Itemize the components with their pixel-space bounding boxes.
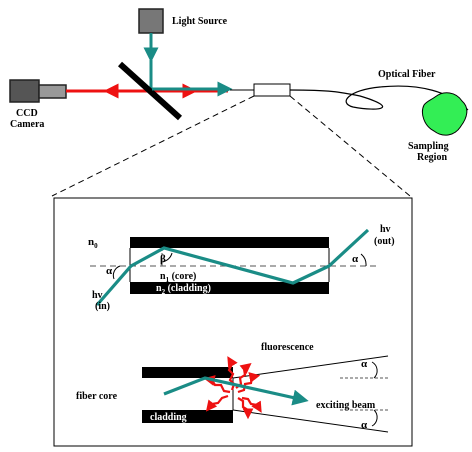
guided-ray — [95, 228, 370, 307]
optical-fiber — [289, 85, 469, 111]
alpha-right-label: α — [352, 253, 359, 265]
zoom-line-left — [51, 95, 255, 197]
exciting-beam — [163, 376, 309, 406]
lower-cladding-bottom — [142, 410, 233, 423]
alpha-right-arc — [360, 253, 367, 267]
n1-label: n1 (core) — [160, 271, 196, 284]
exciting-beam-label: exciting beam — [316, 400, 376, 411]
sampling-region — [421, 92, 468, 136]
alpha-left-arc — [112, 265, 121, 280]
ccd-label-line2: Camera — [10, 119, 44, 130]
fluorescence-label: fluorescence — [261, 342, 314, 353]
light-source-box — [138, 8, 164, 34]
beta-label: β — [160, 253, 166, 265]
cladding-label: cladding — [150, 412, 187, 423]
fluo-arrow-5 — [205, 394, 229, 412]
alpha-bottom-label: α — [361, 419, 368, 431]
fiber-core-label: fiber core — [76, 391, 118, 402]
cladding-top-bar — [130, 237, 329, 248]
fluo-arrow-6 — [237, 397, 254, 420]
light-source-label: Light Source — [172, 16, 228, 27]
hv-in-line2: (in) — [95, 301, 110, 312]
alpha-left-label: α — [106, 265, 113, 277]
fiber-connector — [253, 83, 291, 97]
fluo-arrow-7 — [241, 396, 262, 413]
camera-body — [9, 79, 40, 103]
hv-in-line1: hv — [92, 290, 103, 301]
optical-fiber-label: Optical Fiber — [378, 69, 436, 80]
ccd-label-line1: CCD — [16, 108, 38, 119]
fluorescence-arrows — [203, 356, 262, 420]
cone-line-lower — [232, 409, 389, 433]
hv-out-line1: hv — [380, 224, 391, 235]
alpha-top-arc — [371, 361, 378, 379]
beam-splitter — [117, 61, 183, 121]
beta-arc — [161, 252, 173, 263]
hv-out-line2: (out) — [374, 236, 395, 247]
ccd-camera — [9, 79, 67, 103]
sampling-label-line2: Region — [417, 152, 447, 163]
alpha-bottom-arc — [371, 409, 378, 427]
alpha-top-label: α — [361, 358, 368, 370]
camera-lens — [38, 84, 67, 99]
fluo-arrow-3 — [237, 372, 261, 394]
light-source — [138, 8, 164, 34]
sampling-label-line1: Sampling — [408, 141, 449, 152]
cladding-bottom-bar — [130, 282, 329, 294]
n0-label: n0 — [88, 236, 98, 250]
zoom-line-right — [289, 95, 411, 197]
n2-label: n2 (cladding) — [156, 283, 211, 296]
lower-cladding-top — [142, 367, 233, 378]
